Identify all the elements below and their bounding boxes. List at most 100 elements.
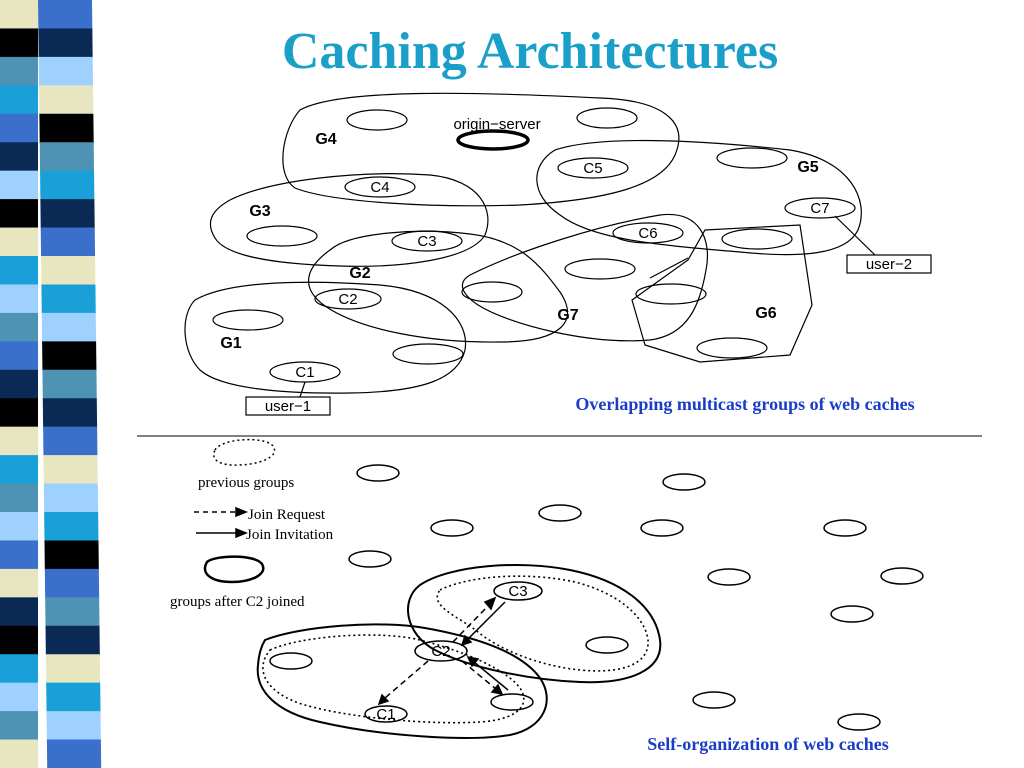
stripe-block [43,455,98,485]
stripe-block [45,597,100,627]
node-oval [348,550,392,568]
origin-server-node [456,129,530,151]
node-oval [430,519,474,537]
group-g3-outline [209,173,489,267]
group-label-g5: G5 [797,159,818,176]
arrowhead [466,655,480,668]
stripe-block [44,540,99,570]
stripe-block [0,28,38,58]
slide-title: Caching Architectures [281,23,779,80]
stripe-block [0,369,38,400]
previous-group-outline [262,634,525,724]
group-g6-outline [631,224,813,363]
stripe-block [0,56,38,87]
join-invitation-arrow [467,601,506,640]
cache-label-c7: C7 [810,200,829,217]
cache-c5 [557,157,629,179]
stripe-block [0,312,38,343]
stripe-block [38,56,94,87]
node-oval [692,691,736,709]
stripe-block [40,199,95,229]
cache-label-c2: C2 [338,291,357,308]
group-label-g7: G7 [557,307,578,324]
user-1-box [245,396,331,416]
group-g1-outline [184,281,467,394]
stripe-block [39,142,95,172]
cache-c1-node [364,705,408,723]
node-oval [823,519,867,537]
stripe-block [46,711,101,741]
group-label-g1: G1 [220,335,241,352]
stripe-block [44,568,100,599]
stripe-block [44,512,99,542]
group-after-join-outline [256,623,548,739]
user-2-box [846,254,932,274]
stripe-block [40,227,96,257]
cache-label-c3: C3 [417,233,436,250]
node-oval [576,107,638,129]
legend-arrowhead [235,506,249,518]
group-g5-outline [536,139,862,256]
cache-label-c5: C5 [583,160,602,177]
cache-c3 [391,230,463,252]
stripe-block [0,426,38,457]
cache-c2-node [414,640,468,662]
legend-join-invitation: Join Invitation [246,527,334,543]
node-oval [269,652,313,670]
user-1-label: user−1 [265,398,311,415]
node-oval [461,281,523,303]
stripe-block [0,170,38,201]
cache-c6 [612,222,684,244]
cache-c7 [784,197,856,219]
top-caption: Overlapping multicast groups of web cach… [575,394,914,414]
stripe-block [0,654,38,684]
stripe-block [0,568,38,599]
arrowhead [377,693,390,706]
cache-label-c3: C3 [508,583,527,600]
node-oval [837,713,881,731]
stripe-block [41,312,97,343]
stripe-block [0,256,38,286]
group-label-g6: G6 [755,305,776,322]
stripe-block [0,483,38,513]
user-2-label: user−2 [866,256,912,273]
node-oval [707,568,751,586]
legend-dotted-outline [213,438,276,466]
bottom-caption: Self-organization of web caches [647,734,888,754]
legend-arrowhead [235,527,249,539]
cache-label-c6: C6 [638,225,657,242]
stripe-block [42,369,97,400]
stripe-block [0,0,38,30]
stripe-block [41,284,96,314]
node-oval [346,109,408,131]
stripe-block [0,625,38,656]
node-oval [640,519,684,537]
origin-server-label: origin−server [453,116,540,133]
join-invitation-arrow [473,661,509,691]
cache-label-c2: C2 [431,643,450,660]
cache-c2 [314,288,382,310]
stripe-block [0,113,38,144]
node-oval [392,343,464,365]
stripe-block [40,170,95,201]
stripe-block [0,341,38,371]
group-g4-outline [282,92,680,207]
group-label-g4: G4 [315,131,336,148]
stripe-block [38,0,93,30]
arrowhead [460,634,473,647]
arrowhead [483,596,497,611]
stripe-block [0,540,38,570]
stripe-block [43,426,98,457]
stripe-block [45,625,100,656]
stripe-block [0,711,38,741]
stripe-block [0,398,38,428]
node-oval [635,283,707,305]
node-oval [696,337,768,359]
user-link [834,215,876,256]
stripe-block [39,85,94,115]
stripe-block [0,142,38,172]
stripe-block [0,284,38,314]
node-oval [356,464,400,482]
stripe-block [0,227,38,257]
stripe-block [45,654,101,684]
